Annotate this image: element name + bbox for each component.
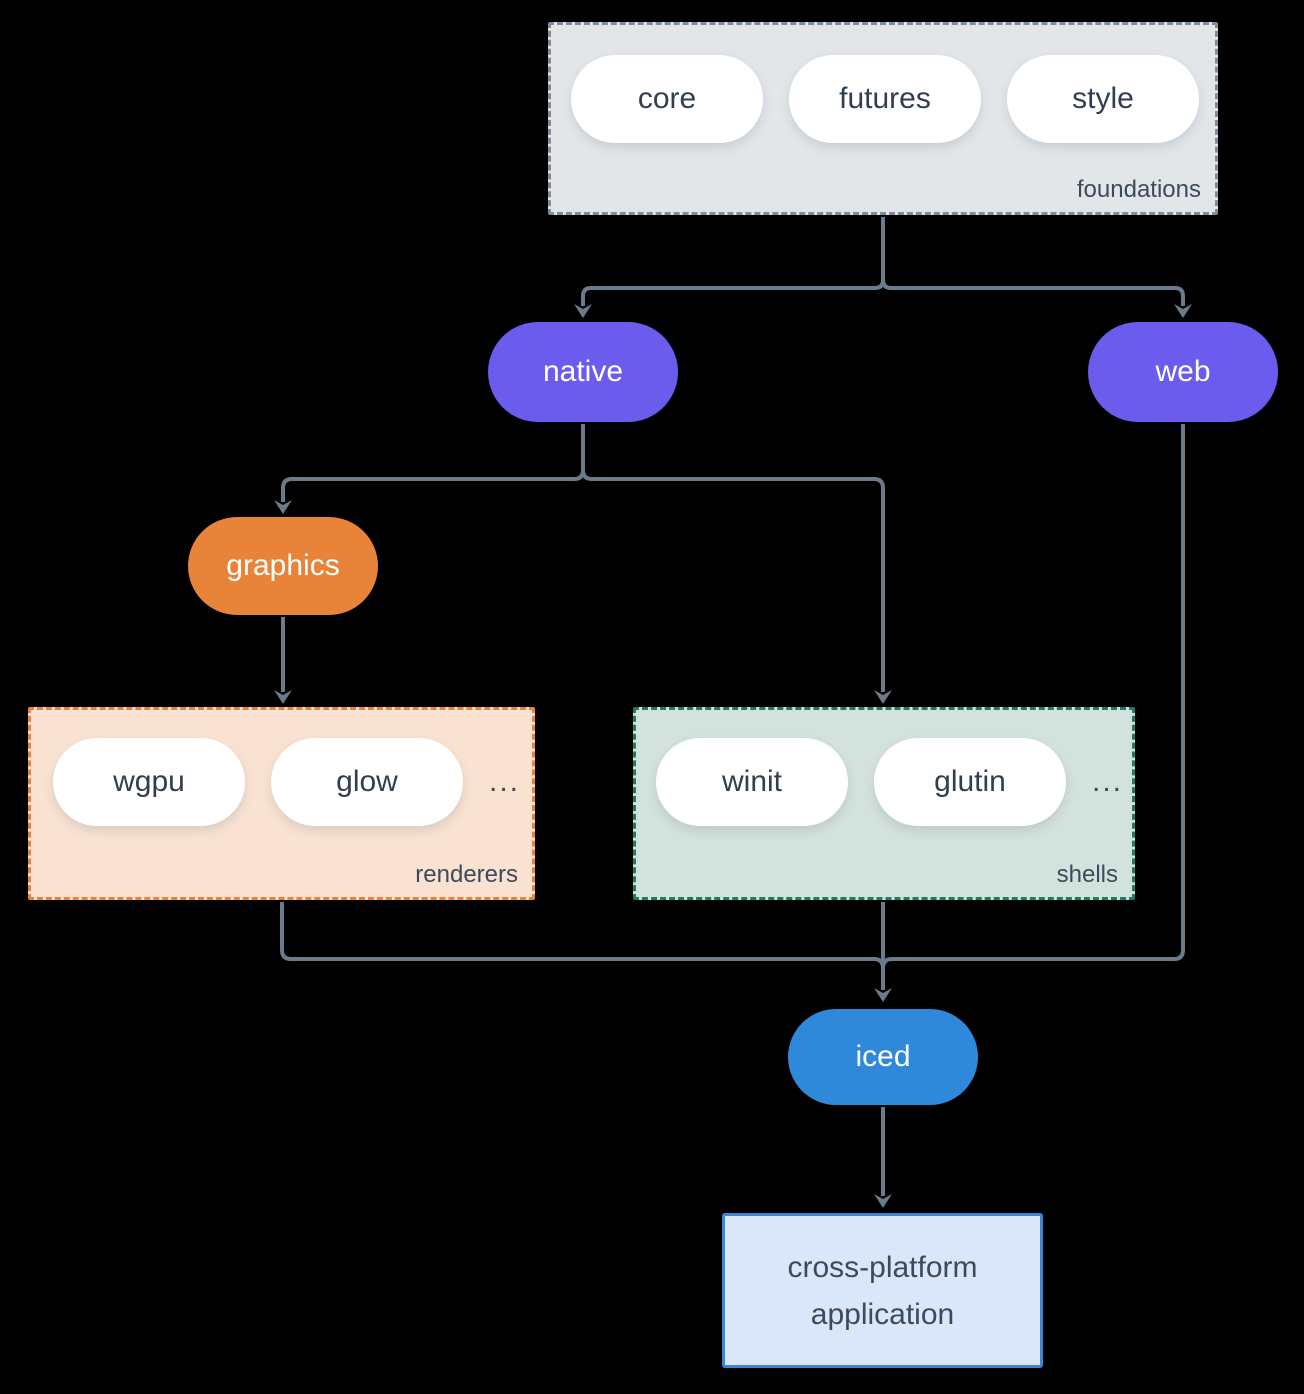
node-wgpu: wgpu xyxy=(53,738,245,826)
node-cross-platform-application: cross-platform application xyxy=(722,1213,1043,1368)
shells-ellipsis: ... xyxy=(1092,765,1124,798)
edge-foundations-native xyxy=(574,217,885,318)
edge-foundations-web xyxy=(881,217,1192,318)
group-renderers: wgpu glow ... renderers xyxy=(28,707,535,900)
node-iced: iced xyxy=(788,1009,978,1105)
group-foundations: core futures style foundations xyxy=(548,22,1218,215)
edge-native-shells xyxy=(581,424,892,704)
edge-renderers-iced xyxy=(280,902,885,990)
group-label-shells: shells xyxy=(1056,861,1118,888)
edge-graphics-renderers xyxy=(274,617,292,704)
renderers-ellipsis: ... xyxy=(489,765,521,798)
edge-native-graphics xyxy=(274,424,585,514)
node-style: style xyxy=(1007,55,1199,143)
node-core: core xyxy=(571,55,763,143)
group-label-foundations: foundations xyxy=(1076,176,1201,203)
node-glow: glow xyxy=(271,738,463,826)
edge-shells-iced xyxy=(874,902,892,1002)
node-web: web xyxy=(1088,322,1278,422)
node-winit: winit xyxy=(656,738,848,826)
node-futures: futures xyxy=(789,55,981,143)
node-graphics: graphics xyxy=(188,517,378,615)
node-glutin: glutin xyxy=(874,738,1066,826)
group-shells: winit glutin ... shells xyxy=(633,707,1135,900)
group-label-renderers: renderers xyxy=(415,861,518,888)
node-native: native xyxy=(488,322,678,422)
edge-iced-application xyxy=(874,1107,892,1208)
